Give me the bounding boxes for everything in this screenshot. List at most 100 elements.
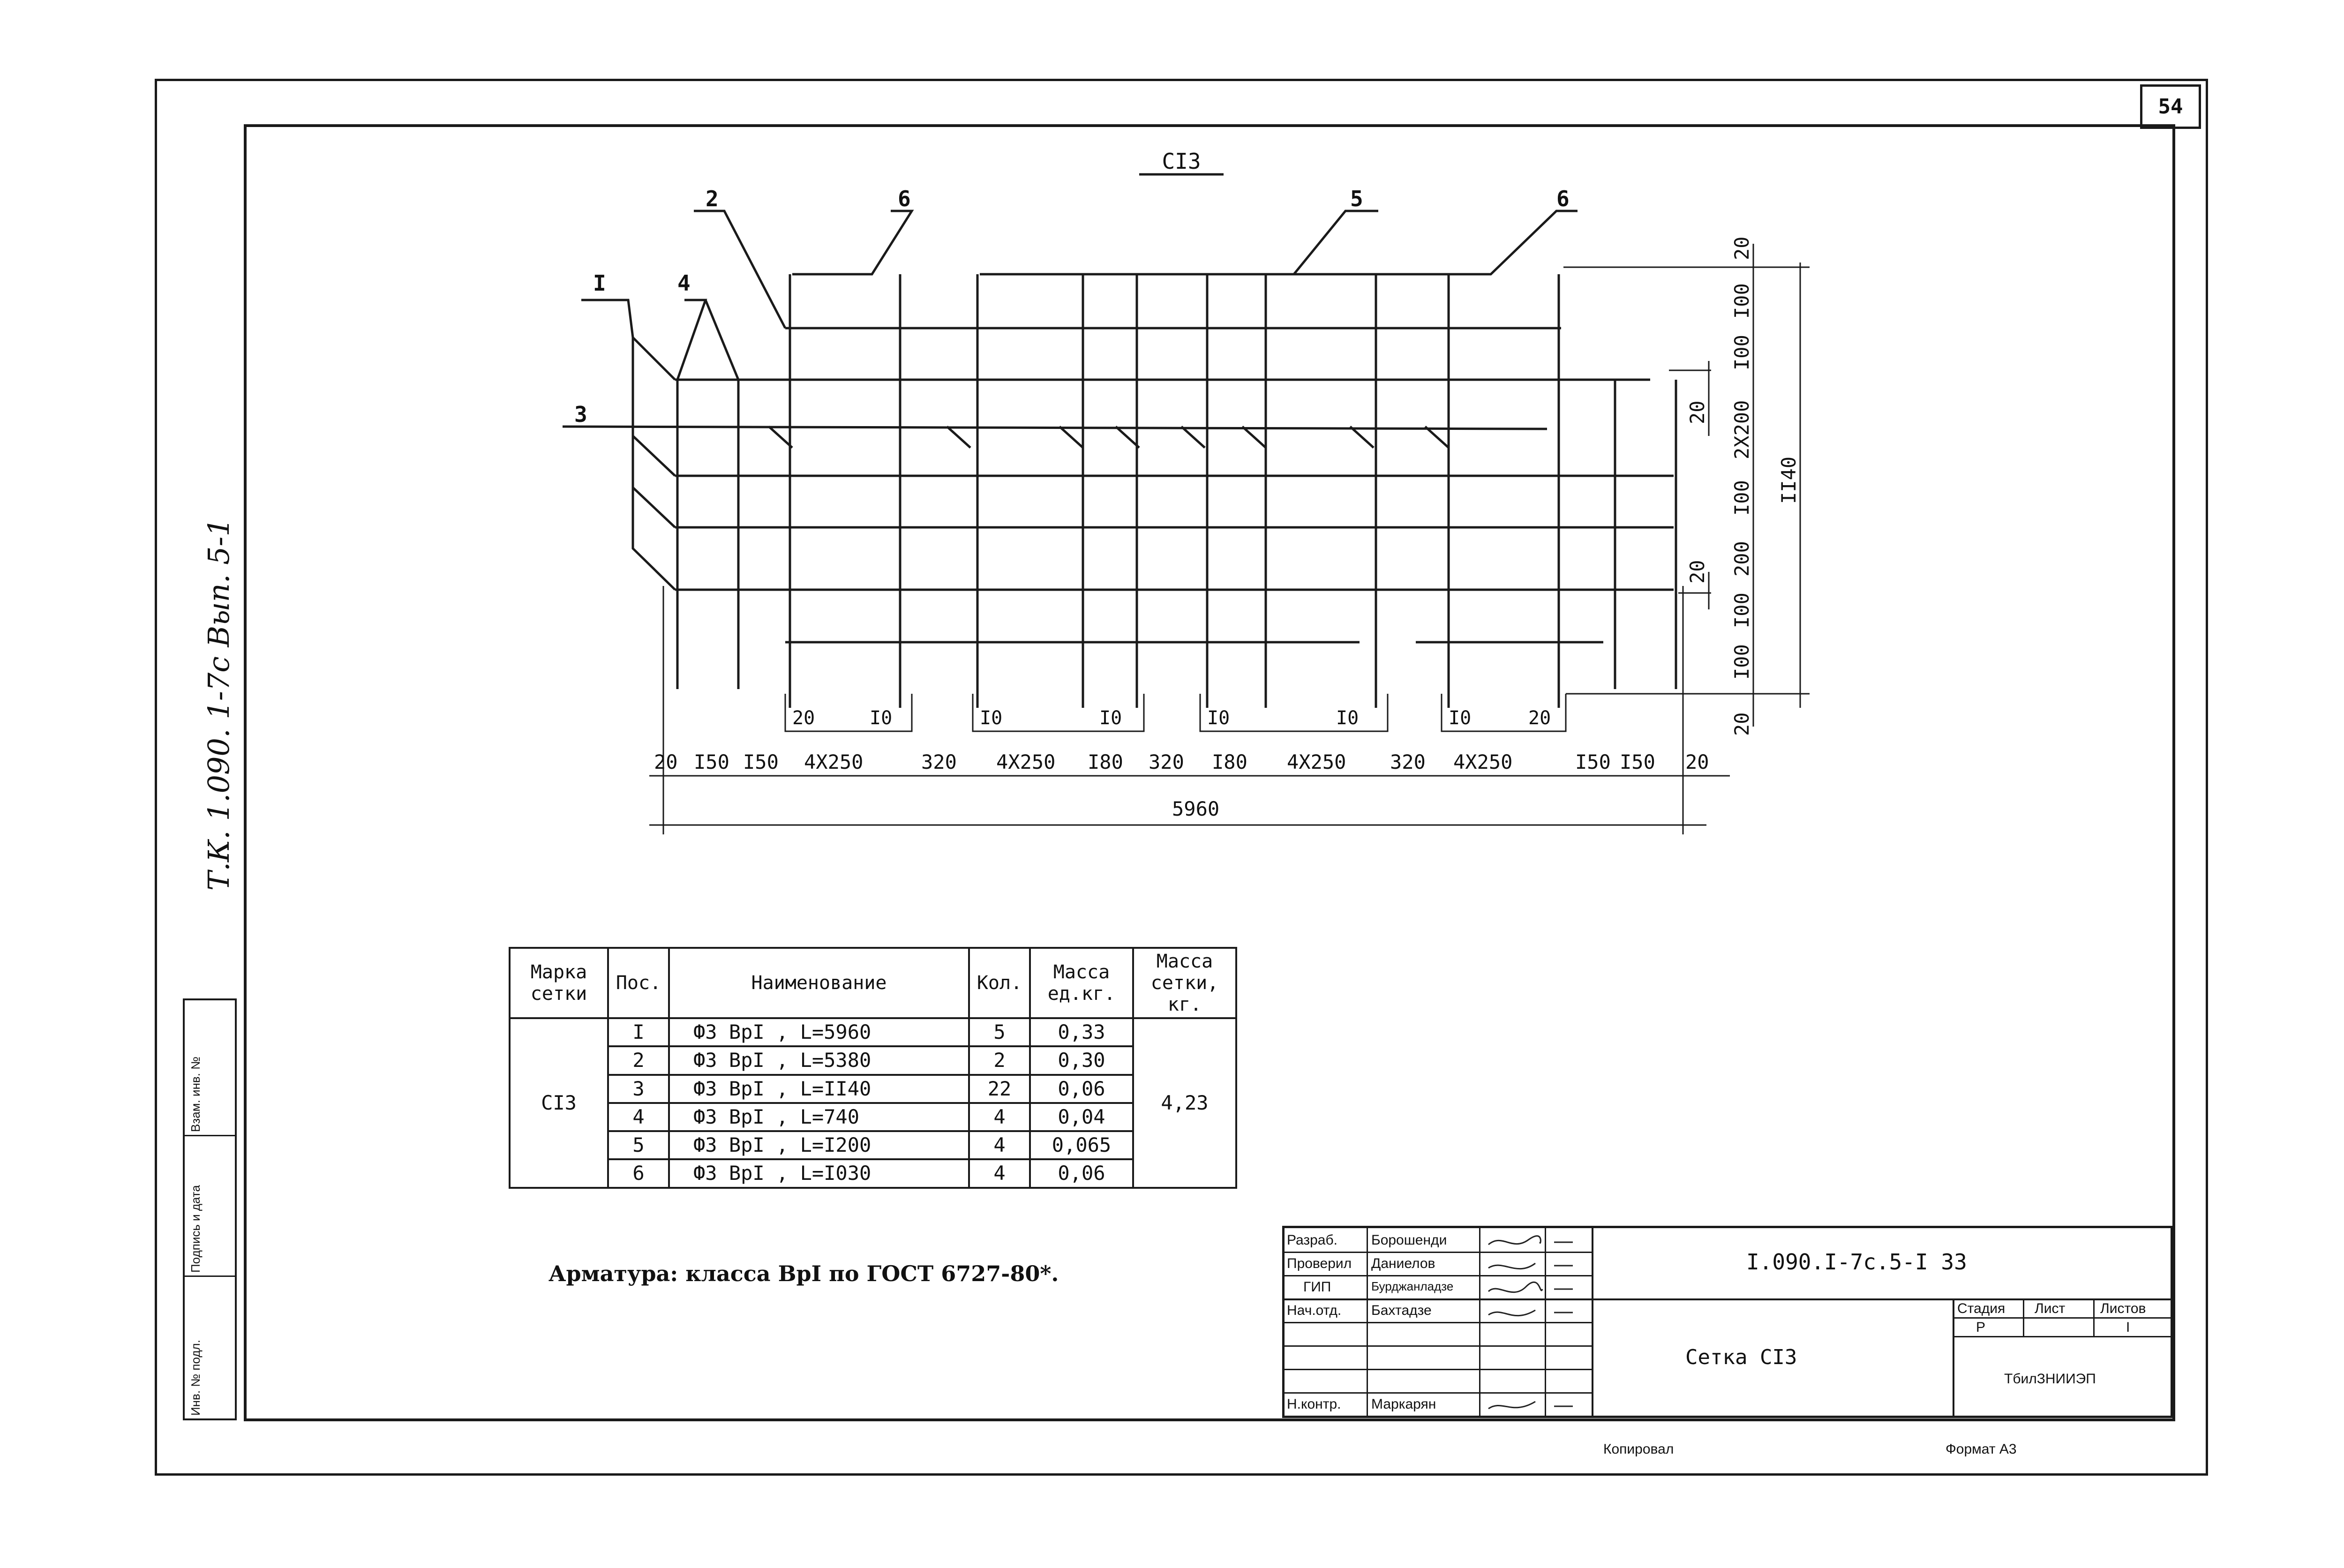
dim-label: 4X250: [1453, 750, 1512, 773]
table-header: Масса сетки, кг.: [1132, 947, 1237, 1019]
format-label: Формат А3: [1946, 1441, 2017, 1457]
table-header: Пос.: [607, 947, 670, 1019]
right-small-label: 20: [1686, 560, 1709, 584]
dim-label: 320: [1390, 750, 1426, 773]
total-mass-cell: 4,23: [1132, 1017, 1237, 1189]
tb-role: Разраб.: [1287, 1232, 1338, 1248]
position-label: 6: [898, 186, 911, 211]
tb-person: Даниелов: [1371, 1256, 1435, 1271]
dim-label: 20: [654, 750, 678, 773]
table-header: Кол.: [968, 947, 1031, 1019]
qty-cell: 2: [968, 1045, 1031, 1076]
mass-cell: 0,06: [1029, 1158, 1134, 1189]
dim-label: I50: [1620, 750, 1655, 773]
table-row: 4 Ф3 ВрI , L=740 4 0,04: [510, 1102, 1236, 1133]
sheet-name: Сетка СI3: [1685, 1345, 1797, 1369]
small-dim-label: I0: [1099, 707, 1122, 729]
stage-value: Р: [1976, 1320, 1986, 1335]
position-label: 6: [1556, 186, 1570, 211]
hatch-mark: [1241, 426, 1267, 449]
qty-cell: 4: [968, 1102, 1031, 1133]
spec-table: Марка сетки Пос. Наименование Кол. Масса…: [509, 947, 1237, 1189]
pos-cell: 3: [607, 1073, 670, 1104]
copied-label: Копировал: [1603, 1441, 1674, 1457]
leader-1: [631, 488, 676, 591]
drawing-title: СI3: [1162, 149, 1201, 174]
stage-header: Стадия: [1957, 1301, 2006, 1316]
dim-label: 4X250: [996, 750, 1055, 773]
tb-row-line: [1282, 1252, 1592, 1253]
outer-frame: [155, 79, 2208, 1476]
mass-cell: 0,06: [1029, 1073, 1134, 1104]
tb-person: Бахтадзе: [1371, 1303, 1432, 1318]
tb-row-line: [1282, 1322, 1592, 1323]
tb-role: ГИП: [1303, 1279, 1331, 1295]
small-dim-bracket: [972, 694, 1145, 732]
small-dim-bracket: [784, 694, 913, 732]
mass-cell: 0,33: [1029, 1017, 1134, 1048]
tb-row-line: [1953, 1336, 2173, 1337]
leader-1: [631, 436, 676, 528]
table-row: СI3 I Ф3 ВрI , L=5960 5 0,33 4,23: [509, 1017, 1237, 1189]
pos-cell: 2: [607, 1045, 670, 1076]
leader-5: [980, 210, 1578, 276]
leader-4: [676, 299, 707, 380]
total-height-label: II40: [1777, 457, 1800, 504]
name-cell: Ф3 ВрI , L=5960: [668, 1017, 970, 1048]
table-row: 5 Ф3 ВрI , L=I200 4 0,065: [510, 1130, 1236, 1161]
reinforcement-note: Арматура: класса ВрI по ГОСТ 6727-80*.: [548, 1261, 1059, 1286]
tb-row-line: [1282, 1298, 2173, 1300]
tb-border: [2171, 1226, 2173, 1418]
dim-label: I80: [1212, 750, 1247, 773]
stamp-label: Подпись и дата: [188, 1185, 203, 1273]
sheets-header: Листов: [2100, 1301, 2146, 1316]
dim-label: I80: [1088, 750, 1123, 773]
bar-position-3: [562, 425, 1548, 430]
total-width-label: 5960: [1172, 797, 1219, 820]
small-dim-label: I0: [870, 707, 892, 729]
stamp-cell-signature: Подпись и дата: [185, 1136, 235, 1277]
drawing-frame: [244, 124, 2175, 1421]
right-dim-label: I00: [1730, 593, 1753, 628]
pos-cell: 6: [607, 1158, 670, 1189]
hatch-mark: [946, 426, 971, 449]
tb-row-line: [1953, 1317, 2173, 1319]
right-dim-label: I00: [1730, 335, 1753, 370]
tb-role: Нач.отд.: [1287, 1303, 1342, 1318]
mass-cell: 0,065: [1029, 1130, 1134, 1161]
qty-cell: 5: [968, 1017, 1031, 1048]
hatch-mark: [1180, 426, 1206, 449]
mass-cell: 0,30: [1029, 1045, 1134, 1076]
signature: [1488, 1262, 1536, 1269]
table-row: 2 Ф3 ВрI , L=5380 2 0,30: [510, 1045, 1236, 1076]
signature: [1488, 1309, 1536, 1316]
signature: [1488, 1401, 1536, 1410]
position-label: 5: [1350, 186, 1363, 211]
drawing-code: I.090.I-7c.5-I 33: [1746, 1249, 1967, 1275]
name-cell: Ф3 ВрI , L=I200: [668, 1130, 970, 1161]
title-block: Разраб. Проверил ГИП Нач.отд. Н.контр. Б…: [1282, 1226, 2173, 1418]
tb-column-line: [1592, 1226, 1593, 1418]
table-row: 3 Ф3 ВрI , L=II40 22 0,06: [510, 1073, 1236, 1104]
right-dim-label: 20: [1730, 236, 1753, 260]
right-dim-label: I00: [1730, 644, 1753, 680]
leader-1: [581, 299, 676, 381]
pos-cell: I: [607, 1017, 670, 1048]
name-cell: Ф3 ВрI , L=I030: [668, 1158, 970, 1189]
name-cell: Ф3 ВрI , L=5380: [668, 1045, 970, 1076]
position-label: 3: [574, 402, 587, 427]
small-dim-label: I0: [1449, 707, 1471, 729]
right-dim-label: I00: [1730, 283, 1753, 319]
small-dim-label: 20: [1528, 707, 1551, 729]
qty-cell: 4: [968, 1158, 1031, 1189]
hatch-mark: [1424, 426, 1450, 449]
tb-row-line: [1282, 1369, 1592, 1370]
right-small-label: 20: [1686, 400, 1709, 424]
signature: [1488, 1281, 1543, 1293]
position-label: 4: [677, 270, 691, 296]
tb-border: [1282, 1416, 2173, 1418]
name-cell: Ф3 ВрI , L=II40: [668, 1073, 970, 1104]
right-dim-label: 20: [1730, 712, 1753, 736]
right-dim-label: 200: [1730, 541, 1753, 577]
tb-column-line: [1953, 1298, 1954, 1418]
